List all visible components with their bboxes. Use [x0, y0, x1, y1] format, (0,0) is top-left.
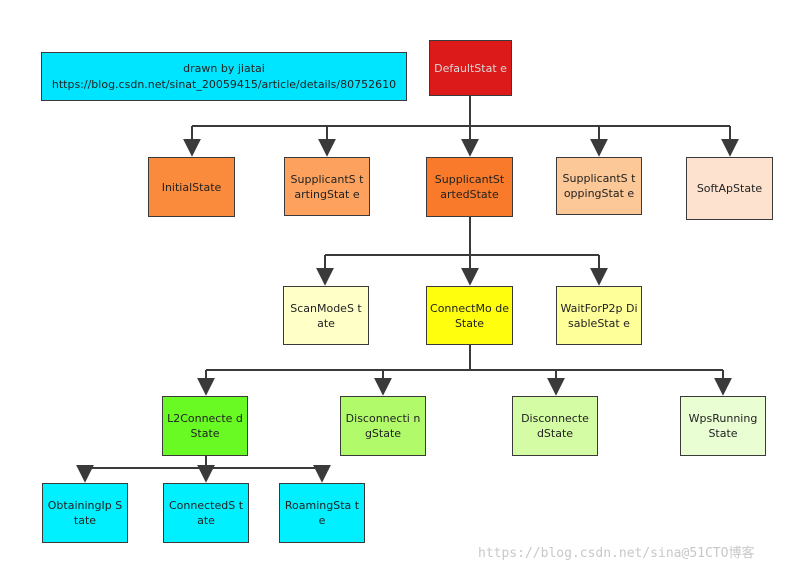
author-credit-box: drawn by jiatai https://blog.csdn.net/si…: [41, 52, 407, 101]
node-disconnected-state: Disconnecte dState: [512, 396, 598, 456]
author-credit-url: https://blog.csdn.net/sinat_20059415/art…: [51, 77, 397, 91]
source-watermark: https://blog.csdn.net/sina@51CTO博客: [478, 546, 755, 561]
node-connected-state: ConnectedS tate: [163, 483, 249, 543]
node-supplicant-started-state: SupplicantSt artedState: [426, 157, 513, 217]
node-initial-state: InitialState: [148, 157, 235, 217]
node-connect-mode-state: ConnectMo deState: [426, 286, 513, 345]
node-disconnecting-state: Disconnecti ngState: [340, 396, 426, 456]
node-scan-mode-state: ScanModeS tate: [283, 286, 369, 345]
node-obtaining-ip-state: ObtainingIp State: [42, 483, 128, 543]
node-default-state: DefaultStat e: [429, 40, 512, 96]
node-roaming-state: RoamingSta te: [279, 483, 365, 543]
node-supplicant-stopping-state: SupplicantS toppingStat e: [556, 157, 642, 215]
node-wps-running-state: WpsRunning State: [680, 396, 766, 456]
node-supplicant-starting-state: SupplicantS tartingStat e: [284, 157, 370, 216]
node-wait-for-p2p-disable-state: WaitForP2p DisableStat e: [556, 286, 642, 345]
node-l2-connected-state: L2Connecte dState: [162, 396, 248, 456]
node-softap-state: SoftApState: [686, 157, 773, 220]
author-credit-name: drawn by jiatai: [183, 61, 265, 75]
